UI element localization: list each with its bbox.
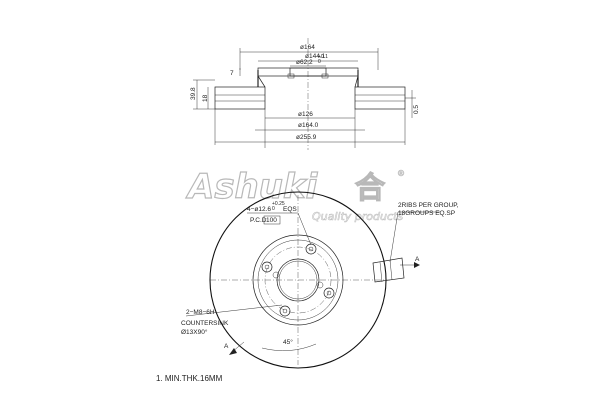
pcd-circle bbox=[264, 246, 332, 314]
dim-lateral: 0.5 bbox=[413, 105, 420, 114]
bolt-hole bbox=[261, 261, 273, 273]
bolt-holes bbox=[261, 243, 335, 317]
dim-vent-outer: ø164.0 bbox=[298, 122, 319, 129]
pcd-value: 100 bbox=[266, 217, 277, 224]
bolt-hole bbox=[279, 305, 291, 317]
dim-center: ø62.2 bbox=[296, 59, 313, 66]
ribs-line2: 18GROUPS EQ.SP bbox=[398, 210, 455, 217]
hat-inner-circle bbox=[257, 239, 339, 321]
dim-thickness: 18 bbox=[202, 94, 209, 102]
watermark-registered: ® bbox=[397, 169, 405, 178]
screw-hole bbox=[272, 271, 280, 279]
watermark-brand: Ashuki bbox=[185, 167, 319, 207]
disc-outer-circle bbox=[209, 191, 387, 369]
ribs-line1: 2RIBS PER GROUP, bbox=[398, 202, 459, 209]
note-min-thickness: 1. MIN.THK.16MM bbox=[156, 374, 223, 383]
dim-hat-height: 7 bbox=[230, 70, 234, 77]
friction-ring-left bbox=[214, 86, 266, 110]
friction-ring-right bbox=[354, 86, 406, 110]
dim-disc: ø255.9 bbox=[296, 134, 317, 141]
ashuki-watermark: Ashuki 合 ® Quality products bbox=[184, 166, 405, 223]
screw-hole bbox=[316, 281, 324, 289]
section-mark-right: A bbox=[415, 256, 420, 263]
screw-line3: Ø13X90° bbox=[181, 328, 208, 336]
angle-label: 45° bbox=[283, 338, 293, 346]
section-mark-left: A bbox=[224, 343, 229, 350]
hat-outer-circle bbox=[252, 234, 344, 326]
dim-hat: ø144.1 bbox=[305, 53, 326, 60]
dim-total-height: 39.8 bbox=[190, 87, 197, 100]
hole-eq: EQS bbox=[283, 206, 297, 213]
hole-spec: 4−ø12.6 bbox=[247, 206, 271, 213]
dim-inner-vent: ø126 bbox=[298, 111, 313, 118]
center-bore-circle bbox=[276, 258, 320, 302]
bolt-hole bbox=[323, 287, 335, 299]
bolt-hole bbox=[305, 243, 317, 255]
rib-detail bbox=[372, 257, 405, 283]
watermark-tagline: Quality products bbox=[312, 210, 403, 223]
pcd-label: P.C.D bbox=[250, 217, 267, 224]
dim-outer-top: ø164 bbox=[300, 44, 315, 51]
center-bore bbox=[289, 67, 327, 77]
pcd-box bbox=[263, 215, 281, 225]
watermark-kanji: 合 bbox=[355, 171, 385, 206]
screw-line2: COUNTERSINK bbox=[181, 320, 229, 327]
screw-line1: 2−M8−6H bbox=[186, 309, 215, 316]
